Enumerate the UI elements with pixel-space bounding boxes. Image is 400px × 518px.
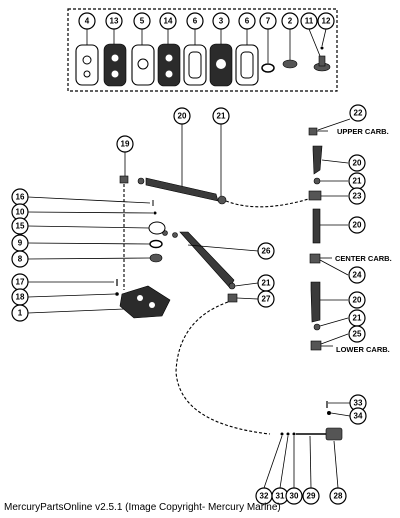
svg-text:5: 5 (140, 17, 145, 26)
fuel-inlet-assembly (280, 401, 343, 441)
svg-text:21: 21 (262, 279, 271, 288)
callout-1: 1 (11, 304, 29, 322)
repair-kit-box (67, 8, 338, 92)
callout-8: 8 (11, 250, 29, 268)
callout-20-upper: 20 (348, 154, 366, 172)
fuel-line-center (162, 230, 271, 435)
callout-30: 30 (285, 487, 303, 505)
svg-text:20: 20 (353, 296, 362, 305)
label-center-carb: CENTER CARB. (335, 254, 392, 263)
leaders (27, 118, 351, 489)
kit-callout-3: 3 (212, 12, 230, 30)
kit-callout-11: 11 (300, 12, 318, 30)
svg-text:8: 8 (18, 255, 23, 264)
svg-text:21: 21 (353, 314, 362, 323)
svg-text:21: 21 (217, 112, 226, 121)
callout-29: 29 (302, 487, 320, 505)
callout-15: 15 (11, 217, 29, 235)
svg-text:6: 6 (245, 17, 250, 26)
callout-23: 23 (348, 187, 366, 205)
svg-text:13: 13 (110, 17, 119, 26)
svg-text:26: 26 (262, 247, 271, 256)
callout-21-top: 21 (212, 107, 230, 125)
callout-9: 9 (11, 234, 29, 252)
callout-21-lower: 21 (348, 309, 366, 327)
kit-callout-6a: 6 (186, 12, 204, 30)
svg-text:17: 17 (16, 278, 25, 287)
carb-fittings (308, 127, 333, 351)
svg-text:2: 2 (288, 17, 293, 26)
svg-text:22: 22 (354, 109, 363, 118)
callout-21-center: 21 (257, 274, 275, 292)
svg-text:20: 20 (353, 159, 362, 168)
callout-22: 22 (349, 104, 367, 122)
svg-text:4: 4 (85, 17, 90, 26)
callout-10: 10 (11, 203, 29, 221)
callout-20-top: 20 (173, 107, 191, 125)
kit-callout-12: 12 (317, 12, 335, 30)
callout-20-lower: 20 (348, 291, 366, 309)
callout-28: 28 (329, 487, 347, 505)
svg-text:32: 32 (260, 492, 269, 501)
label-lower-carb: LOWER CARB. (336, 345, 390, 354)
svg-text:1: 1 (18, 309, 23, 318)
svg-text:30: 30 (290, 492, 299, 501)
svg-text:9: 9 (18, 239, 23, 248)
kit-callout-5: 5 (133, 12, 151, 30)
callout-18: 18 (11, 288, 29, 306)
svg-text:15: 15 (16, 222, 25, 231)
kit-callout-6b: 6 (238, 12, 256, 30)
kit-callout-13: 13 (105, 12, 123, 30)
kit-callout-7: 7 (259, 12, 277, 30)
svg-text:34: 34 (354, 412, 363, 421)
svg-text:31: 31 (276, 492, 285, 501)
copyright-footer: MercuryPartsOnline v2.5.1 (Image Copyrig… (4, 502, 281, 513)
callout-19: 19 (116, 135, 134, 153)
svg-text:10: 10 (16, 208, 25, 217)
svg-text:11: 11 (305, 17, 314, 26)
svg-text:18: 18 (16, 293, 25, 302)
fuel-line-upper (119, 175, 313, 290)
svg-text:21: 21 (353, 177, 362, 186)
callout-27: 27 (257, 290, 275, 308)
callout-20-mid: 20 (348, 216, 366, 234)
svg-text:24: 24 (353, 271, 362, 280)
callout-17: 17 (11, 273, 29, 291)
svg-text:25: 25 (353, 330, 362, 339)
kit-parts (75, 43, 331, 87)
callout-33: 33 (349, 394, 367, 412)
svg-text:19: 19 (121, 140, 130, 149)
kit-leaders (86, 28, 327, 63)
callout-26: 26 (257, 242, 275, 260)
svg-text:33: 33 (354, 399, 363, 408)
svg-text:14: 14 (164, 17, 173, 26)
fuel-pump-body (115, 200, 171, 319)
callout-25: 25 (348, 325, 366, 343)
svg-text:6: 6 (193, 17, 198, 26)
callout-16: 16 (11, 188, 29, 206)
svg-text:28: 28 (334, 492, 343, 501)
svg-text:12: 12 (322, 17, 331, 26)
callout-21-upper: 21 (348, 172, 366, 190)
svg-text:16: 16 (16, 193, 25, 202)
callout-34: 34 (349, 407, 367, 425)
svg-text:7: 7 (266, 17, 271, 26)
svg-text:20: 20 (353, 221, 362, 230)
kit-callout-14: 14 (159, 12, 177, 30)
svg-text:23: 23 (353, 192, 362, 201)
svg-text:29: 29 (307, 492, 316, 501)
svg-text:27: 27 (262, 295, 271, 304)
svg-text:3: 3 (219, 17, 224, 26)
callout-24: 24 (348, 266, 366, 284)
kit-callout-4: 4 (78, 12, 96, 30)
svg-text:20: 20 (178, 112, 187, 121)
label-upper-carb: UPPER CARB. (337, 127, 389, 136)
kit-callout-2: 2 (281, 12, 299, 30)
